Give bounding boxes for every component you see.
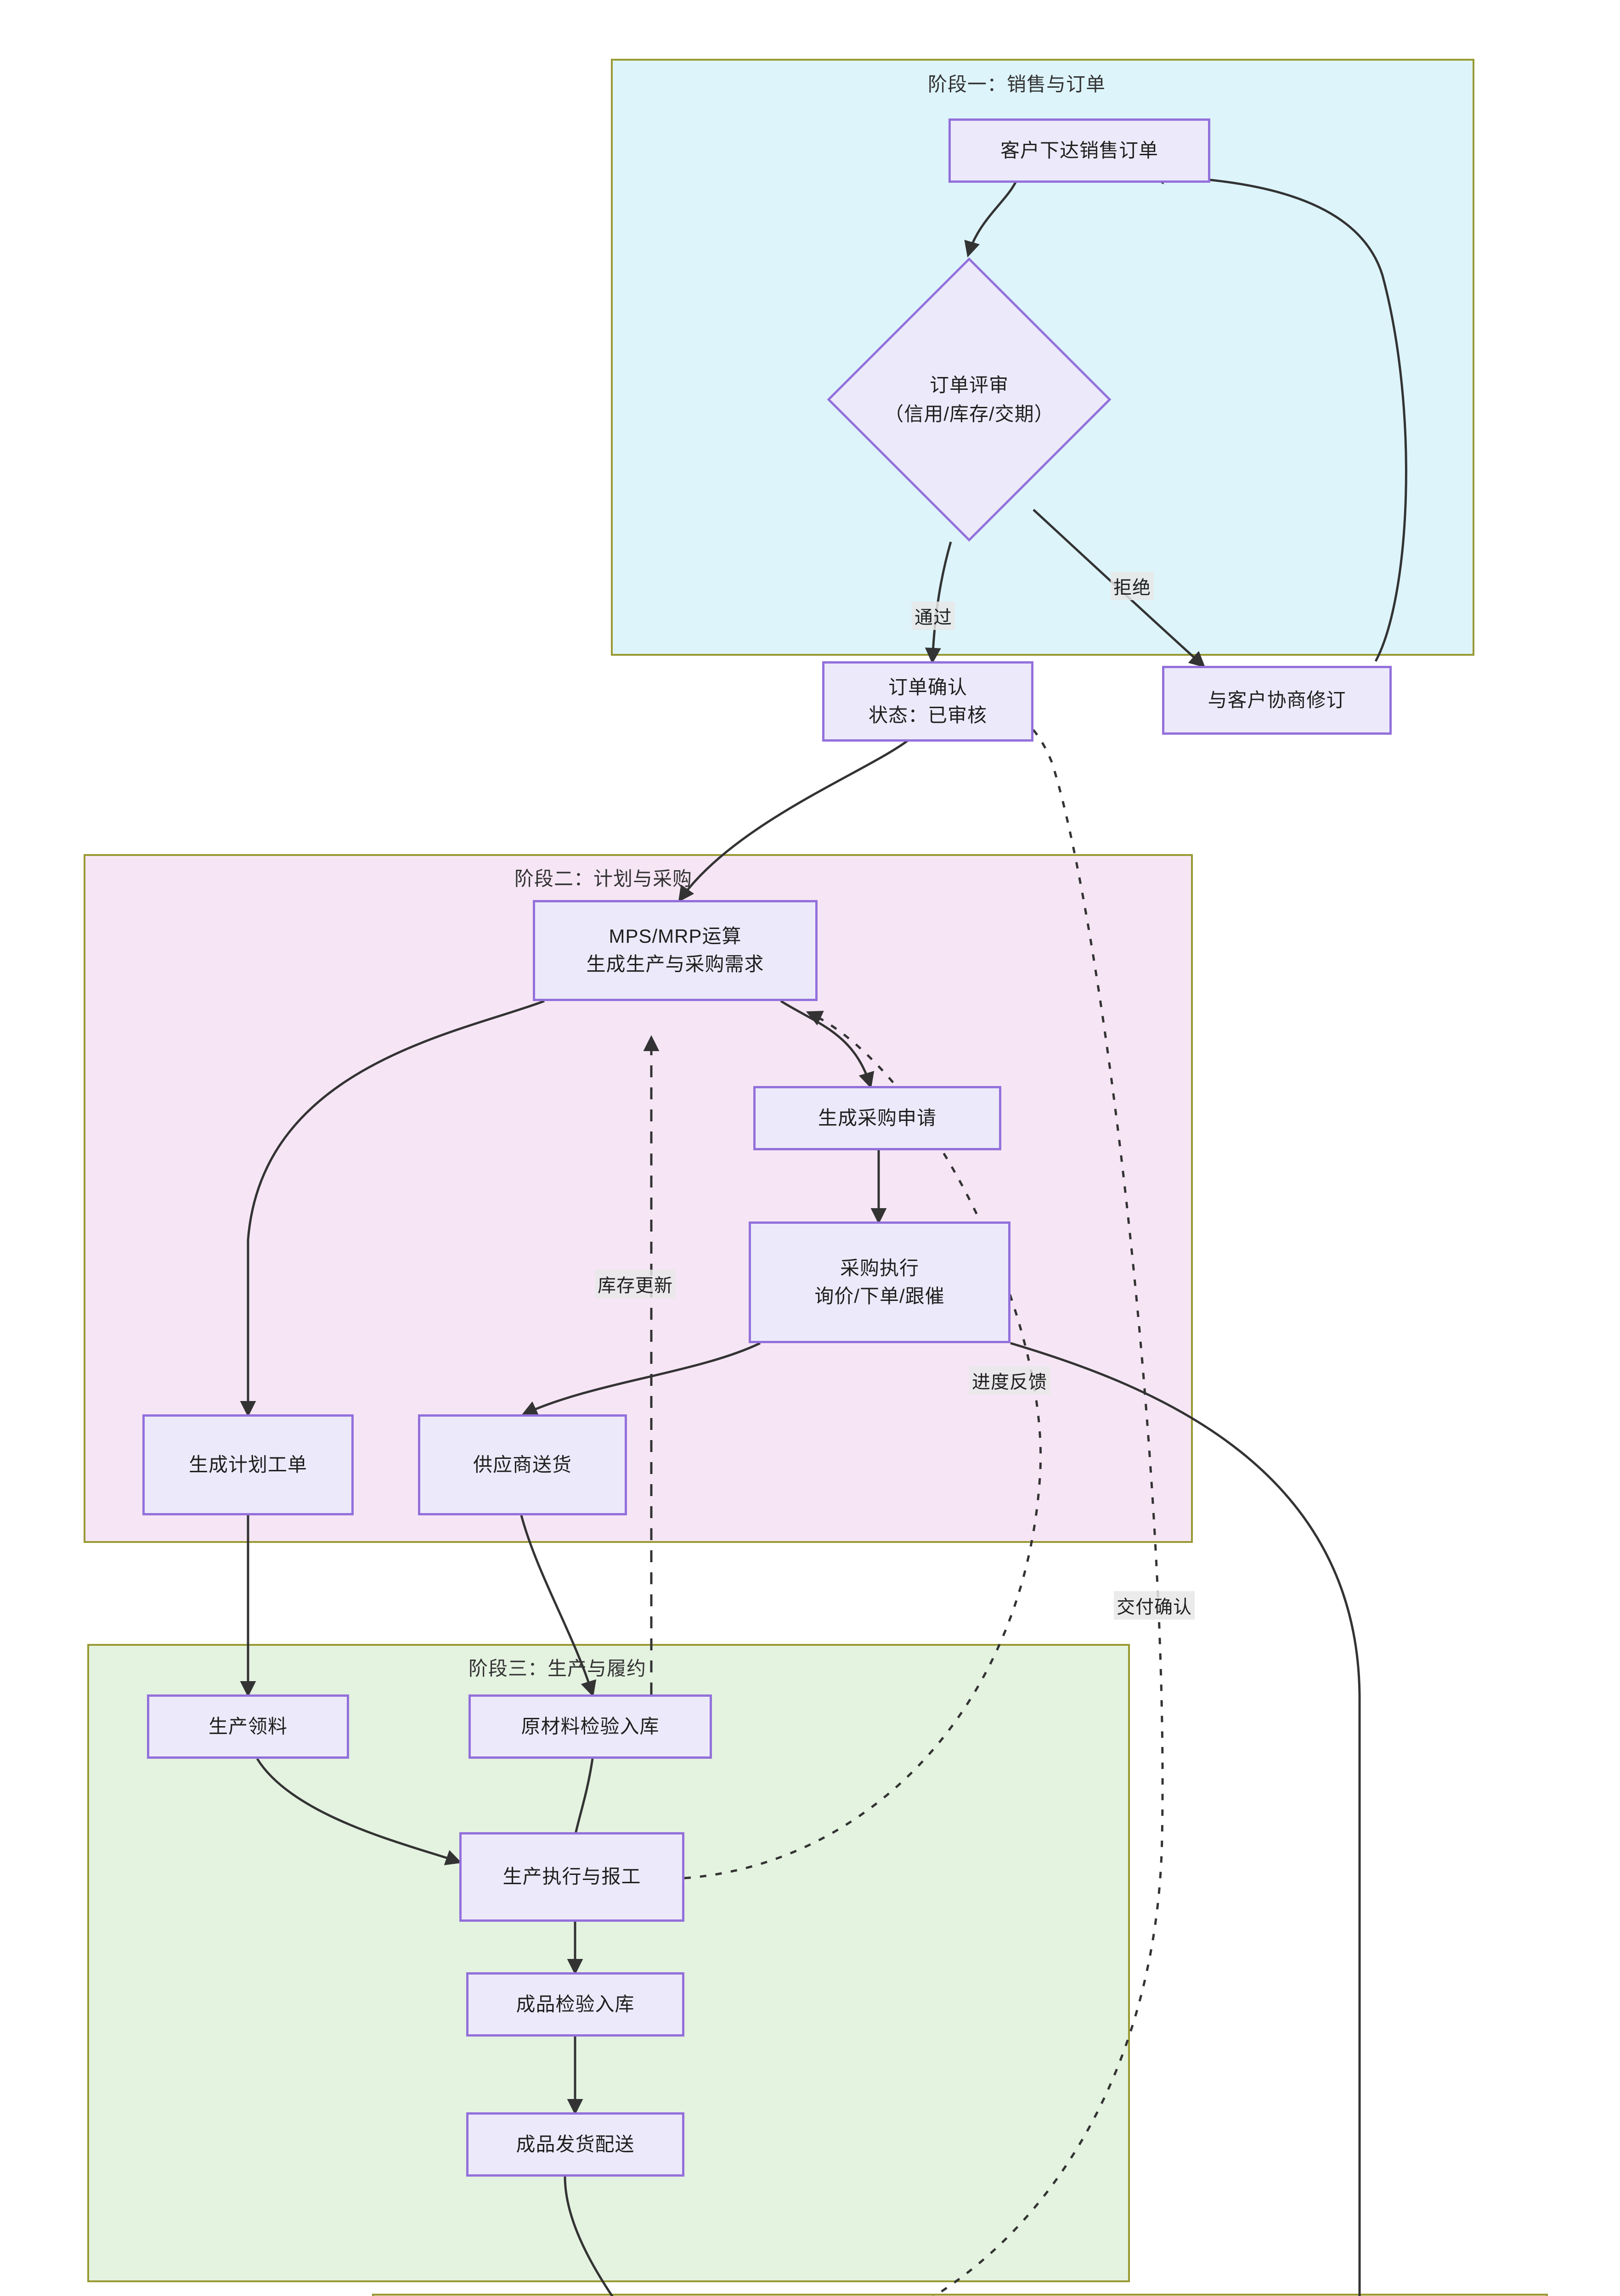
node-customer-places-order[interactable]: 客户下达销售订单 [948, 118, 1210, 183]
node-label-line1: 采购执行 [840, 1257, 919, 1279]
node-raw-material-inspection-receipt[interactable]: 原材料检验入库 [469, 1694, 712, 1759]
node-order-review[interactable]: 订单评审 （信用/库存/交期） [827, 257, 1112, 542]
node-finished-goods-inspection-receipt[interactable]: 成品检验入库 [466, 1972, 684, 2037]
node-label: 与客户协商修订 [1208, 689, 1346, 711]
node-label-line2: 生成生产与采购需求 [586, 953, 764, 975]
edge-label-delivery-confirmation: 交付确认 [1114, 1591, 1195, 1620]
cluster-title-phase3: 阶段三：生产与履约 [469, 1658, 647, 1679]
node-label-line2: （信用/库存/交期） [884, 403, 1054, 425]
edge-label-pass: 通过 [912, 602, 955, 630]
cluster-phase4 [372, 2294, 1548, 2296]
node-label-line2: 状态：已审核 [868, 704, 987, 726]
node-create-planned-work-order[interactable]: 生成计划工单 [142, 1414, 354, 1515]
node-production-execution-reporting[interactable]: 生产执行与报工 [459, 1832, 684, 1922]
edge-label-stock-update: 库存更新 [595, 1270, 676, 1298]
node-label-line2: 询价/下单/跟催 [814, 1285, 945, 1307]
node-purchase-execution[interactable]: 采购执行 询价/下单/跟催 [749, 1221, 1010, 1343]
node-label: 生产领料 [208, 1715, 288, 1737]
node-label-line1: 订单评审 [929, 374, 1009, 396]
node-label-line1: 订单确认 [888, 676, 967, 698]
node-production-material-issue[interactable]: 生产领料 [147, 1694, 349, 1759]
edge-label-progress-feedback: 进度反馈 [969, 1366, 1050, 1395]
diamond-shape [827, 257, 1112, 542]
node-label: 生成计划工单 [188, 1453, 307, 1475]
cluster-title-phase1: 阶段一：销售与订单 [928, 73, 1106, 95]
node-label: 供应商送货 [473, 1453, 572, 1475]
node-label: 生产执行与报工 [502, 1866, 641, 1888]
cluster-title-phase2: 阶段二：计划与采购 [514, 868, 693, 889]
node-label: 生成采购申请 [818, 1107, 937, 1129]
node-label: 客户下达销售订单 [1000, 139, 1158, 161]
node-label: 成品发货配送 [516, 2133, 635, 2155]
node-label: 成品检验入库 [516, 1993, 635, 2015]
node-finished-goods-shipment[interactable]: 成品发货配送 [466, 2112, 684, 2177]
node-label: 原材料检验入库 [521, 1715, 660, 1737]
node-order-confirmed[interactable]: 订单确认 状态：已审核 [822, 661, 1033, 742]
edge-label-reject: 拒绝 [1111, 572, 1154, 600]
node-create-purchase-request[interactable]: 生成采购申请 [753, 1086, 1001, 1150]
node-supplier-delivery[interactable]: 供应商送货 [418, 1414, 627, 1515]
node-label-line1: MPS/MRP运算 [609, 925, 742, 947]
node-negotiate-with-customer[interactable]: 与客户协商修订 [1162, 666, 1392, 735]
node-mps-mrp-run[interactable]: MPS/MRP运算 生成生产与采购需求 [533, 900, 818, 1001]
